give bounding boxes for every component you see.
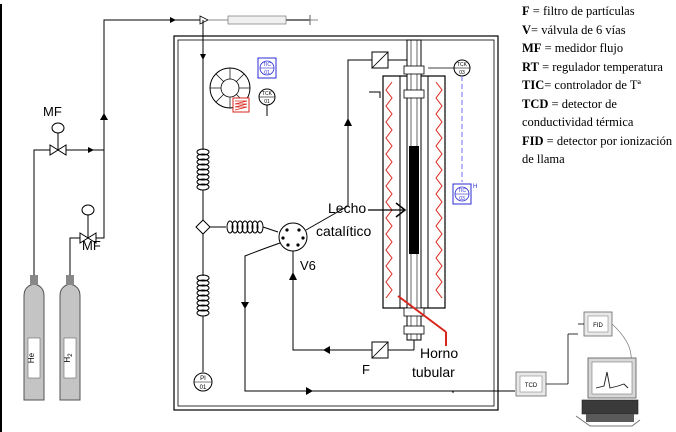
horno-pointer (397, 295, 447, 333)
v6-valve (278, 222, 308, 252)
legend-item: RT = regulador temperatura (522, 59, 663, 74)
flow-arrow (306, 387, 313, 395)
tic-01-controller: TIC 01 (257, 57, 277, 79)
svg-text:01: 01 (264, 70, 270, 76)
bottom-filter (371, 341, 389, 359)
tee-junction (195, 218, 211, 236)
heater-element-icon (232, 97, 250, 113)
flow-arrow (88, 147, 94, 153)
tcd-detector: TCD (515, 371, 547, 397)
svg-text:TCK: TCK (457, 62, 468, 68)
syringe (199, 15, 318, 25)
tck-03-sensor: TCK 03 (428, 59, 471, 77)
legend-item: V= válvula de 6 vías (522, 22, 626, 37)
computer-icon (575, 357, 641, 427)
oven-enclosure (173, 35, 499, 411)
he-label: He (27, 352, 36, 363)
svg-text:TCK: TCK (262, 91, 273, 97)
top-filter (371, 51, 389, 69)
coil-horizontal (226, 220, 264, 234)
svg-text:03: 03 (459, 70, 465, 76)
svg-text:TIC: TIC (263, 62, 271, 68)
v6-label: V6 (300, 258, 316, 273)
legend-item: F = filtro de partículas (522, 4, 635, 18)
mf-bottom-label: MF (82, 238, 101, 253)
mf-top-label: MF (43, 104, 62, 119)
coil-bottom (196, 274, 210, 317)
legend-item: FID = detector por ionización de llama (522, 133, 673, 167)
flow-arrow (289, 272, 297, 280)
flow-arrow (241, 302, 249, 309)
abbreviation-legend: F = filtro de partículas V= válvula de 6… (522, 2, 674, 169)
mf-top-meter (49, 122, 67, 156)
svg-text:FID: FID (593, 323, 603, 329)
svg-text:PI: PI (200, 376, 206, 382)
flow-arrow (323, 346, 330, 354)
coil-top (196, 148, 210, 191)
h2-label: H2 (63, 353, 74, 363)
legend-item: TCD = detector de conductividad térmica (522, 96, 634, 130)
lecho-label-line2: catalítico (316, 223, 371, 239)
flow-arrow (170, 17, 176, 23)
flow-arrow (100, 113, 108, 120)
lecho-label-line1: Lecho (328, 200, 366, 216)
he-cylinder: He (23, 275, 45, 401)
horno-label-line1: Horno (420, 345, 458, 361)
legend-item: MF = medidor flujo (522, 41, 624, 55)
horno-label-line2: tubular (412, 364, 455, 380)
tck-01-sensor: TCK 01 (258, 88, 276, 116)
svg-text:H: H (473, 184, 477, 190)
svg-text:TIC: TIC (458, 188, 466, 194)
svg-text:03: 03 (459, 196, 465, 202)
pi-01-gauge: PI 01 (193, 372, 213, 392)
catalytic-bed (409, 146, 419, 254)
tic-03-controller: TIC 03 H (452, 183, 477, 205)
h2-cylinder: H2 (59, 275, 81, 401)
svg-text:01: 01 (200, 385, 207, 391)
legend-item: TIC= controlador de Tª (522, 78, 641, 92)
mf-bottom-meter (79, 204, 97, 244)
flow-arrow (200, 54, 206, 60)
fid-detector: FID (583, 311, 613, 337)
svg-text:TCD: TCD (525, 383, 538, 389)
svg-text:01: 01 (264, 99, 270, 105)
f-label: F (362, 362, 370, 377)
flow-arrow (344, 118, 352, 126)
